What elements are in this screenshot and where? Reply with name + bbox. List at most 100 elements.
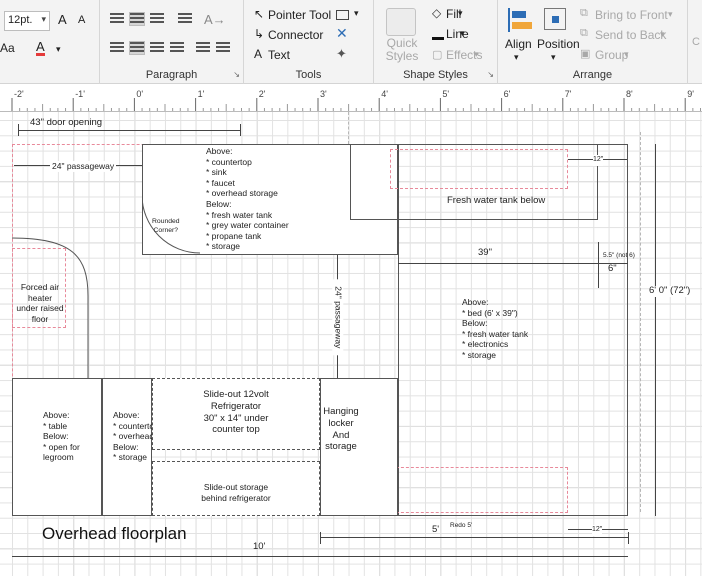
group-button[interactable]: Group bbox=[595, 48, 629, 62]
shape-styles-group: Quick Styles ◇ Fill ▾ Line ▾ ▢ Effects ▾… bbox=[374, 0, 498, 84]
page-guide-line bbox=[348, 112, 349, 144]
ruler-tick-label: 6' bbox=[504, 89, 511, 99]
kitchen-counter-box[interactable] bbox=[142, 144, 398, 255]
six-inch-label: 6" bbox=[608, 263, 617, 274]
rounded-corner-note: Rounded Corner? bbox=[152, 218, 180, 234]
grow-font-button[interactable]: A bbox=[58, 12, 67, 27]
send-to-back-button[interactable]: Send to Back bbox=[595, 28, 667, 42]
chevron-down-icon[interactable]: ▾ bbox=[56, 44, 61, 54]
ruler-tick-label: -2' bbox=[14, 89, 24, 99]
door-opening-dimension-line bbox=[18, 130, 240, 131]
align-button[interactable]: Align bbox=[505, 37, 532, 51]
ruler-tick-label: 5' bbox=[442, 89, 449, 99]
justify-icon[interactable] bbox=[170, 42, 184, 54]
twelve-inch-top-label: 12" bbox=[593, 155, 604, 166]
shrink-font-button[interactable]: A bbox=[78, 14, 86, 26]
chevron-down-icon[interactable]: ▾ bbox=[551, 52, 556, 62]
five-feet-label: 5' bbox=[432, 524, 440, 535]
floorplan-title: Overhead floorplan bbox=[42, 524, 187, 543]
align-left-icon[interactable] bbox=[110, 42, 124, 54]
ruler-tick-label: 0' bbox=[136, 89, 143, 99]
line-button[interactable]: Line bbox=[446, 27, 469, 41]
heater-dashed-outline bbox=[12, 248, 66, 328]
decrease-indent-icon[interactable] bbox=[196, 42, 210, 54]
dimension-end-tick bbox=[628, 532, 629, 544]
cut-off-group: C bbox=[688, 0, 702, 84]
align-right-icon[interactable] bbox=[150, 42, 164, 54]
bullets-icon[interactable] bbox=[178, 13, 192, 25]
crop-icon[interactable]: ✦ bbox=[336, 46, 347, 61]
horizontal-ruler: -2'-1'0'1'2'3'4'5'6'7'8'9' bbox=[0, 84, 702, 112]
chevron-down-icon[interactable]: ▾ bbox=[660, 29, 665, 39]
bring-to-front-button[interactable]: Bring to Front bbox=[595, 8, 668, 22]
clear-format-button[interactable]: Aa bbox=[0, 41, 15, 55]
counter-storage-box[interactable] bbox=[102, 378, 152, 516]
hanging-locker-notes: Hanging locker And storage bbox=[323, 406, 359, 453]
font-size-box[interactable]: 12pt.▾ bbox=[4, 11, 50, 31]
chevron-down-icon[interactable]: ▾ bbox=[474, 49, 479, 59]
quick-styles-icon[interactable] bbox=[386, 8, 416, 36]
chevron-down-icon[interactable]: ▾ bbox=[668, 9, 673, 19]
align-objects-icon bbox=[508, 8, 532, 32]
ten-feet-label: 10' bbox=[253, 541, 266, 552]
slideout-storage-box[interactable] bbox=[152, 461, 320, 516]
paragraph-group: A→ Paragraph ↘ bbox=[100, 0, 244, 84]
refrigerator-notes: Slide-out 12volt Refrigerator 30" x 14" … bbox=[203, 389, 269, 436]
ruler-tick-label: 8' bbox=[626, 89, 633, 99]
redo-note: Redo 5' bbox=[450, 522, 473, 529]
chevron-down-icon[interactable]: ▾ bbox=[624, 49, 629, 59]
ten-feet-dimension-line bbox=[12, 556, 628, 557]
chevron-down-icon[interactable]: ▾ bbox=[354, 8, 359, 18]
six-feet-dimension-line bbox=[655, 144, 656, 516]
bed-area-notes: Above: * bed (6' x 39") Below: * fresh w… bbox=[462, 297, 529, 360]
chevron-down-icon[interactable]: ▾ bbox=[514, 52, 519, 62]
cut-off-icon: C bbox=[692, 36, 700, 48]
dimension-end-tick bbox=[18, 124, 19, 136]
chevron-down-icon[interactable]: ▾ bbox=[458, 8, 463, 18]
text-direction-icon[interactable]: A→ bbox=[204, 12, 226, 27]
rounded-corner-arc bbox=[142, 195, 201, 254]
increase-indent-icon[interactable] bbox=[216, 42, 230, 54]
align-middle-icon[interactable] bbox=[129, 12, 145, 26]
twelve-inch-bottom-label: 12" bbox=[592, 525, 603, 536]
ruler-ticks-graphic: -2'-1'0'1'2'3'4'5'6'7'8'9' bbox=[0, 89, 702, 112]
quick-styles-button[interactable]: Quick Styles bbox=[385, 36, 419, 63]
bed-area-box[interactable] bbox=[398, 144, 628, 516]
group-icon: ▣ bbox=[580, 48, 591, 60]
align-bottom-icon[interactable] bbox=[150, 13, 164, 25]
drawing-canvas[interactable]: 43" door opening 24" passageway Above: *… bbox=[0, 112, 702, 576]
close-icon[interactable]: ✕ bbox=[336, 25, 348, 41]
six-inch-tick-line bbox=[598, 242, 599, 288]
pointer-tool-button[interactable]: Pointer Tool bbox=[268, 8, 332, 22]
table-box[interactable] bbox=[12, 378, 102, 516]
hanging-locker-box[interactable] bbox=[320, 378, 398, 516]
text-tool-button[interactable]: Text bbox=[268, 48, 291, 62]
position-button[interactable]: Position bbox=[537, 37, 580, 51]
slideout-storage-notes: Slide-out storage behind refrigerator bbox=[201, 482, 271, 503]
effects-icon: ▢ bbox=[432, 49, 443, 61]
fresh-water-tank-label: Fresh water tank below bbox=[447, 195, 546, 206]
fill-button[interactable]: Fill bbox=[446, 7, 462, 21]
fill-icon: ◇ bbox=[432, 6, 442, 20]
ruler-tick-label: 3' bbox=[320, 89, 327, 99]
effects-button[interactable]: Effects bbox=[446, 48, 483, 62]
align-top-icon[interactable] bbox=[110, 13, 124, 25]
thirty-nine-dimension-line bbox=[398, 263, 628, 264]
ribbon: 12pt.▾ A A Aa A ▾ A→ Paragraph ↘ ↖ Point… bbox=[0, 0, 702, 84]
paragraph-group-label: Paragraph bbox=[145, 69, 198, 81]
connector-button[interactable]: Connector bbox=[268, 28, 324, 42]
ruler-tick-label: 1' bbox=[198, 89, 205, 99]
kitchen-counter-notes: Above: * countertop * sink * faucet * ov… bbox=[206, 146, 289, 252]
font-color-button[interactable]: A bbox=[36, 40, 45, 56]
ruler-tick-label: 9' bbox=[687, 89, 694, 99]
fresh-water-dashed-outline bbox=[390, 149, 568, 189]
dialog-launcher-icon[interactable]: ↘ bbox=[233, 70, 240, 79]
pointer-icon: ↖ bbox=[254, 7, 265, 21]
shape-styles-group-label: Shape Styles bbox=[403, 69, 468, 81]
refrigerator-box[interactable] bbox=[152, 378, 320, 450]
tools-group: ↖ Pointer Tool ↳ Connector A Text ▾ ✕ ✦ … bbox=[244, 0, 374, 84]
rectangle-shape-icon[interactable] bbox=[336, 10, 349, 20]
align-center-icon[interactable] bbox=[129, 41, 145, 55]
chevron-down-icon[interactable]: ▾ bbox=[460, 28, 465, 38]
dialog-launcher-icon[interactable]: ↘ bbox=[487, 70, 494, 79]
